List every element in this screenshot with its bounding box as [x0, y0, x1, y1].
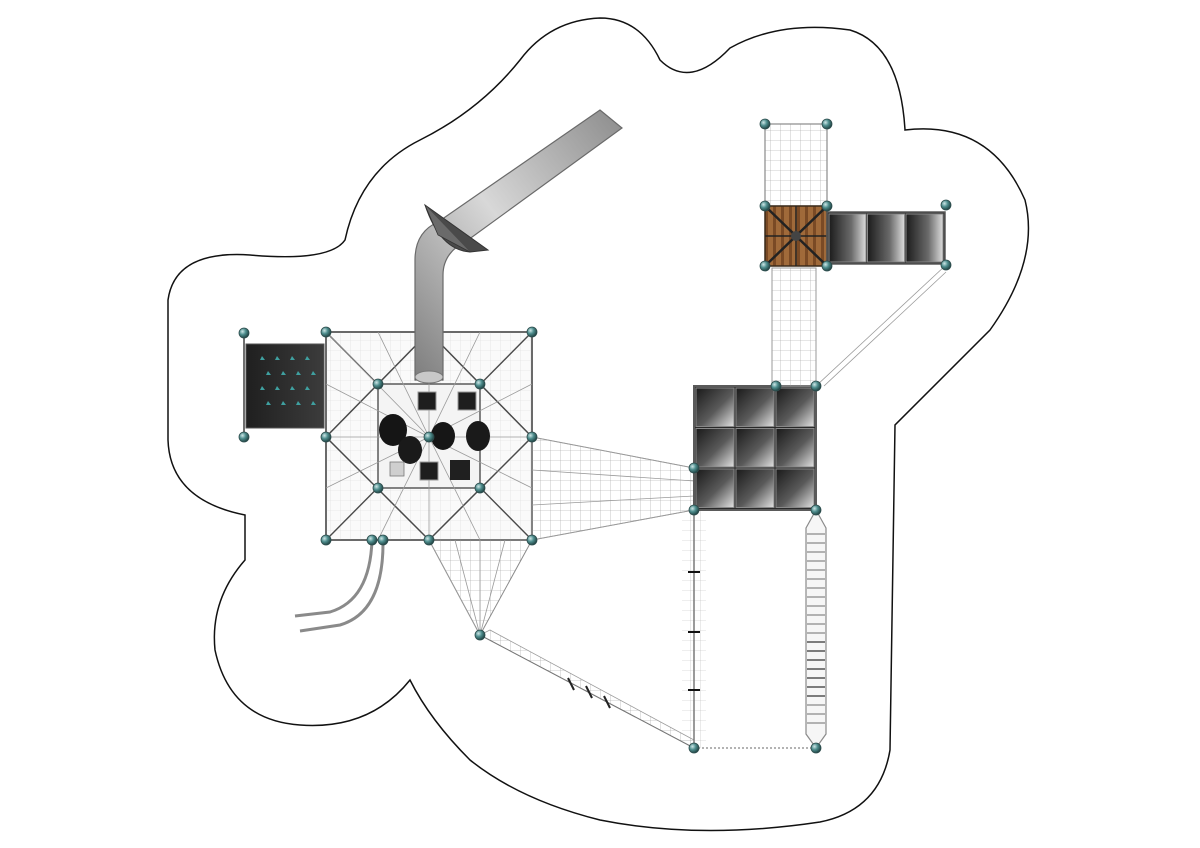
- net-bridge: [531, 436, 695, 541]
- climbing-hold: [266, 401, 271, 405]
- support-post: [810, 742, 822, 754]
- top-net: [764, 123, 828, 207]
- roof-cell: [775, 428, 815, 468]
- roof-strip-cell: [905, 213, 944, 263]
- support-post: [526, 431, 538, 443]
- climbing-hold: [275, 386, 280, 390]
- support-post: [238, 327, 250, 339]
- climbing-hold: [260, 386, 265, 390]
- climbing-wall: [243, 333, 325, 437]
- ladder-rungs: [807, 533, 825, 724]
- support-post: [688, 504, 700, 516]
- support-post: [320, 534, 332, 546]
- support-posts: [238, 118, 952, 754]
- climbing-hold: [275, 356, 280, 360]
- support-post: [821, 200, 833, 212]
- support-post: [810, 380, 822, 392]
- climbing-hold: [311, 401, 316, 405]
- climbing-hold: [290, 386, 295, 390]
- support-post: [366, 534, 378, 546]
- support-post: [423, 534, 435, 546]
- climbing-hold: [305, 356, 310, 360]
- support-post: [474, 378, 486, 390]
- support-post: [759, 260, 771, 272]
- support-post: [377, 534, 389, 546]
- roof-cell: [775, 468, 815, 508]
- roof-strip: [826, 211, 946, 265]
- climbing-hold: [305, 386, 310, 390]
- support-post: [372, 482, 384, 494]
- climbing-hold: [281, 371, 286, 375]
- support-post: [759, 118, 771, 130]
- curved-rails: [294, 539, 385, 633]
- climbing-hold: [296, 371, 301, 375]
- wooden-platform: [764, 205, 828, 267]
- support-post: [759, 200, 771, 212]
- roof-cell: [735, 468, 775, 508]
- support-post: [320, 431, 332, 443]
- support-post: [526, 534, 538, 546]
- support-post: [821, 260, 833, 272]
- support-post: [372, 378, 384, 390]
- rope-walkway: [479, 629, 816, 749]
- support-post: [320, 326, 332, 338]
- climbing-hold: [311, 371, 316, 375]
- support-post: [821, 118, 833, 130]
- climbing-holds: [260, 356, 316, 405]
- safety-zone-outline: [167, 17, 1030, 832]
- support-post: [423, 431, 435, 443]
- upper-ladder-net: [771, 264, 947, 387]
- support-post: [810, 504, 822, 516]
- support-post: [474, 482, 486, 494]
- roof-cell: [775, 387, 815, 427]
- support-post: [474, 629, 486, 641]
- climbing-hold: [281, 401, 286, 405]
- support-post: [238, 431, 250, 443]
- main-tower: [324, 330, 534, 542]
- roof-cell: [735, 387, 775, 427]
- ladder-bridge: [805, 508, 827, 750]
- climbing-hold: [290, 356, 295, 360]
- roof-tower: [693, 385, 817, 511]
- roof-cell: [735, 428, 775, 468]
- climbing-hold: [266, 371, 271, 375]
- vertical-rope-ladder: [682, 510, 706, 748]
- roof-strip-cell: [828, 213, 867, 263]
- roof-cells: [695, 387, 815, 508]
- roof-cell: [695, 468, 735, 508]
- support-post: [940, 199, 952, 211]
- support-post: [940, 259, 952, 271]
- support-post: [770, 380, 782, 392]
- roof-cell: [695, 387, 735, 427]
- support-post: [526, 326, 538, 338]
- roof-strip-cells: [828, 213, 944, 263]
- climbing-hold: [260, 356, 265, 360]
- tower-deck-panels: [379, 391, 490, 481]
- roof-strip-cell: [867, 213, 905, 263]
- tube-slide: [414, 109, 623, 384]
- support-post: [688, 462, 700, 474]
- climbing-hold: [296, 401, 301, 405]
- roof-cell: [695, 428, 735, 468]
- cone-net: [428, 539, 533, 637]
- support-post: [688, 742, 700, 754]
